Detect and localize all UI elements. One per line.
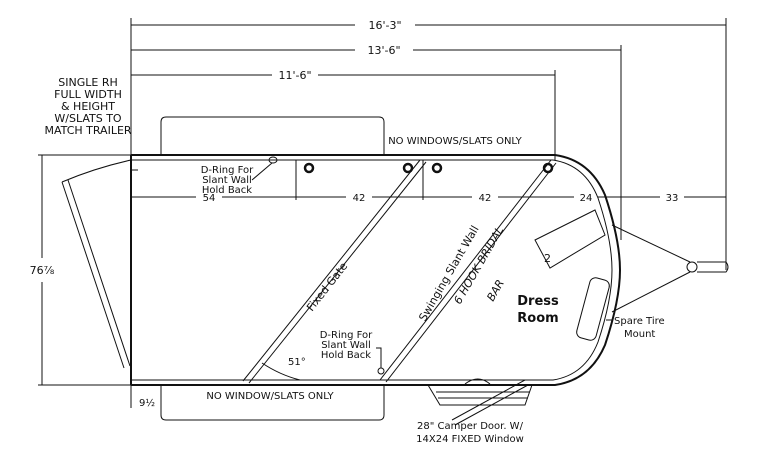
dring-bottom-note: D-Ring For Slant Wall Hold Back [320, 330, 385, 375]
dimension-body: 11'-6" [131, 69, 555, 82]
dimension-width: 76⅞ [30, 154, 131, 386]
dress-room-label-2: Room [517, 311, 558, 326]
bridle-bar-label-2: BAR [484, 277, 507, 303]
dimension-body-label: 11'-6" [278, 69, 311, 82]
note-line: D-Ring For [201, 165, 254, 176]
dimension-offset: 9½ [130, 385, 155, 409]
saddle-rack: 2 [534, 209, 606, 269]
note-line: Slant Wall [321, 340, 371, 351]
hitch-tongue [611, 224, 729, 313]
note-line: MATCH TRAILER [44, 124, 131, 137]
dimension-width-label: 76⅞ [30, 264, 55, 277]
note-line: & HEIGHT [61, 100, 115, 113]
note-line: W/SLATS TO [54, 112, 122, 125]
dimension-mid-label: 13'-6" [367, 44, 400, 57]
note-line: FULL WIDTH [54, 88, 122, 101]
tie-rings [303, 162, 554, 174]
top-side-panel [160, 116, 385, 155]
top-side-note: NO WINDOWS/SLATS ONLY [388, 136, 522, 147]
camper-door: 28" Camper Door. W/ 14X24 FIXED Window [416, 378, 533, 445]
inner-dimensions: 54 42 42 24 33 [131, 160, 726, 204]
note-line: Hold Back [202, 185, 252, 196]
rear-door [61, 159, 138, 369]
swinging-slant-wall: Swinging Slant Wall 6 HOOK BRIDAL BAR [379, 159, 557, 383]
dring-top-note: D-Ring For Slant Wall Hold Back [201, 156, 278, 196]
dimension-seg4: 24 [580, 193, 593, 204]
dimension-offset-label: 9½ [139, 397, 155, 409]
dimension-overall-label: 16'-3" [368, 19, 401, 32]
dimension-seg3: 42 [479, 193, 492, 204]
dimension-mid: 13'-6" [131, 44, 621, 57]
note-line: 28" Camper Door. W/ [417, 421, 524, 432]
saddle-rack-label: 2 [544, 252, 551, 265]
trailer-body [130, 154, 622, 386]
dimension-seg1: 54 [203, 193, 216, 204]
note-line: 14X24 FIXED Window [416, 434, 524, 445]
fixed-gate-label: Fixed Gate [304, 260, 350, 314]
bottom-side-note: NO WINDOW/SLATS ONLY [206, 391, 334, 402]
note-line: Mount [624, 329, 655, 340]
note-line: D-Ring For [320, 330, 373, 341]
note-line: Slant Wall [202, 175, 252, 186]
note-line: SINGLE RH [58, 76, 117, 89]
dress-room-label: Dress [517, 294, 559, 309]
spare-tire: Spare Tire Mount [576, 277, 665, 341]
gate-angle-label: 51° [288, 357, 306, 368]
dimension-overall: 16'-3" [131, 19, 726, 32]
dimension-seg2: 42 [353, 193, 366, 204]
dimension-seg5: 33 [666, 193, 679, 204]
bottom-side-panel [160, 385, 385, 421]
note-line: Spare Tire [614, 316, 665, 327]
rear-door-note: SINGLE RH FULL WIDTH & HEIGHT W/SLATS TO… [44, 76, 131, 137]
note-line: Hold Back [321, 350, 371, 361]
